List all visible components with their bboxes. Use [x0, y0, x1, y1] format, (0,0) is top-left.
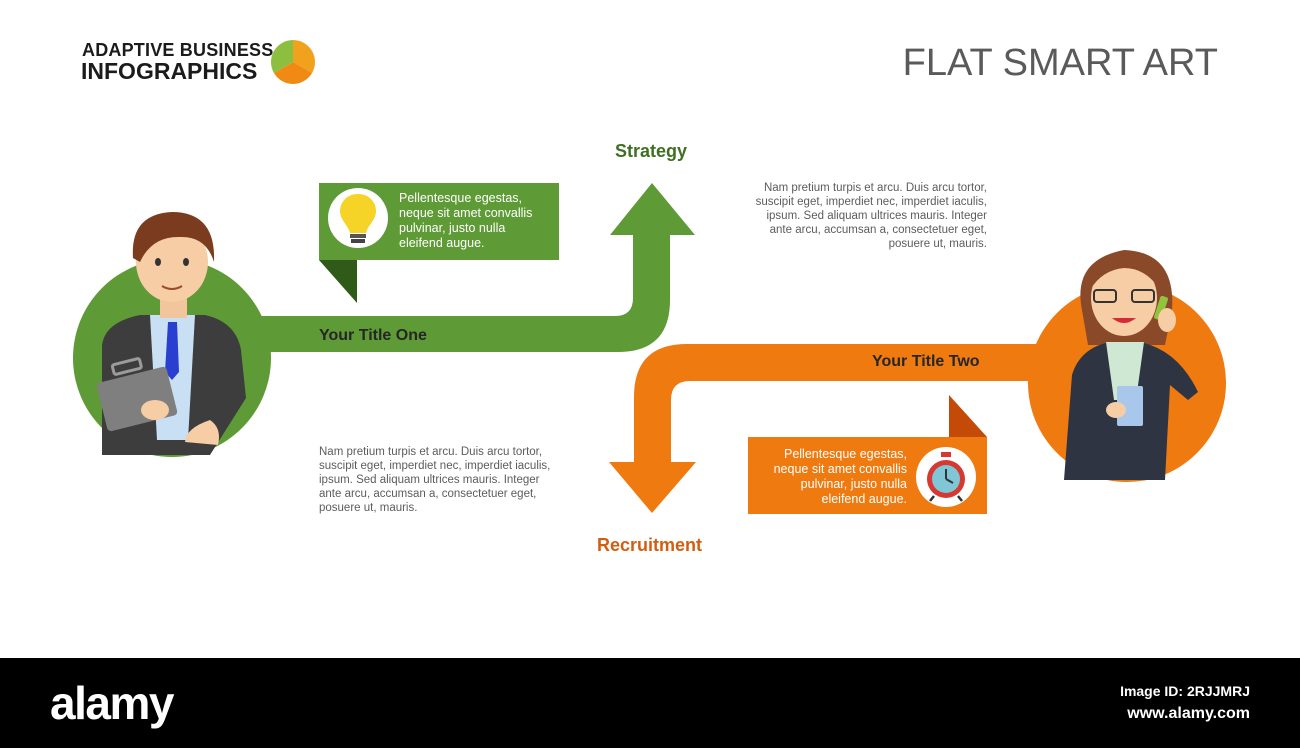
- strategy-paragraph-line: suscipit eget, imperdiet nec, imperdiet …: [755, 196, 987, 208]
- recruitment-paragraph-line: posuere ut, mauris.: [319, 502, 418, 514]
- recruitment-arrow: [609, 344, 1050, 513]
- strategy-callout-tail: [319, 260, 357, 303]
- strategy-paragraph: Nam pretium turpis et arcu. Duis arcu to…: [730, 181, 987, 251]
- brand-line-1: ADAPTIVE BUSINESS: [82, 40, 274, 60]
- recruitment-label: Recruitment: [597, 535, 703, 555]
- recruitment-callout-line: pulvinar, justo nulla: [800, 477, 907, 491]
- title-two: Your Title Two: [872, 353, 980, 370]
- strategy-arrow: [250, 183, 695, 352]
- pie-logo-icon: [271, 40, 315, 84]
- strategy-paragraph-line: ipsum. Sed aliquam ultrices mauris. Inte…: [766, 210, 987, 222]
- lightbulb-icon: [340, 194, 376, 243]
- strategy-paragraph-line: Nam pretium turpis et arcu. Duis arcu to…: [763, 182, 987, 194]
- recruitment-callout-line: Pellentesque egestas,: [783, 447, 907, 461]
- strategy-callout-line: pulvinar, justo nulla: [399, 221, 506, 235]
- footer-image-id: Image ID: 2RJJMRJ: [1120, 683, 1250, 699]
- recruitment-paragraph-line: ante arcu, accumsan a, consectetuer eget…: [319, 488, 537, 500]
- strategy-callout-text: Pellentesque egestas, neque sit amet con…: [399, 191, 554, 251]
- recruitment-callout-text: Pellentesque egestas, neque sit amet con…: [754, 447, 907, 507]
- strategy-paragraph-line: ante arcu, accumsan a, consectetuer eget…: [769, 224, 987, 236]
- footer-url[interactable]: www.alamy.com: [1127, 705, 1250, 722]
- brand-line-2: INFOGRAPHICS: [81, 58, 258, 84]
- recruitment-paragraph-line: suscipit eget, imperdiet nec, imperdiet …: [319, 460, 551, 472]
- footer-bar: [0, 658, 1300, 748]
- strategy-callout-line: neque sit amet convallis: [399, 206, 533, 220]
- title-one: Your Title One: [319, 327, 427, 344]
- alarm-clock-icon: [927, 452, 965, 502]
- strategy-callout-line: eleifend augue.: [399, 236, 485, 250]
- strategy-paragraph-line: posuere ut, mauris.: [888, 238, 987, 250]
- recruitment-paragraph-line: ipsum. Sed aliquam ultrices mauris. Inte…: [319, 474, 540, 486]
- footer-logo: alamy: [50, 677, 174, 729]
- recruitment-paragraph: Nam pretium turpis et arcu. Duis arcu to…: [319, 445, 579, 515]
- page-title: FLAT SMART ART: [902, 42, 1218, 84]
- recruitment-callout-tail: [949, 395, 987, 437]
- process-diagram: [73, 183, 1226, 514]
- recruitment-callout-line: neque sit amet convallis: [773, 462, 907, 476]
- businessman-illustration: [96, 212, 246, 455]
- strategy-callout-line: Pellentesque egestas,: [399, 191, 523, 205]
- businesswoman-illustration: [1064, 250, 1198, 480]
- recruitment-paragraph-line: Nam pretium turpis et arcu. Duis arcu to…: [319, 446, 543, 458]
- strategy-label: Strategy: [615, 141, 688, 161]
- recruitment-callout-line: eleifend augue.: [821, 492, 908, 506]
